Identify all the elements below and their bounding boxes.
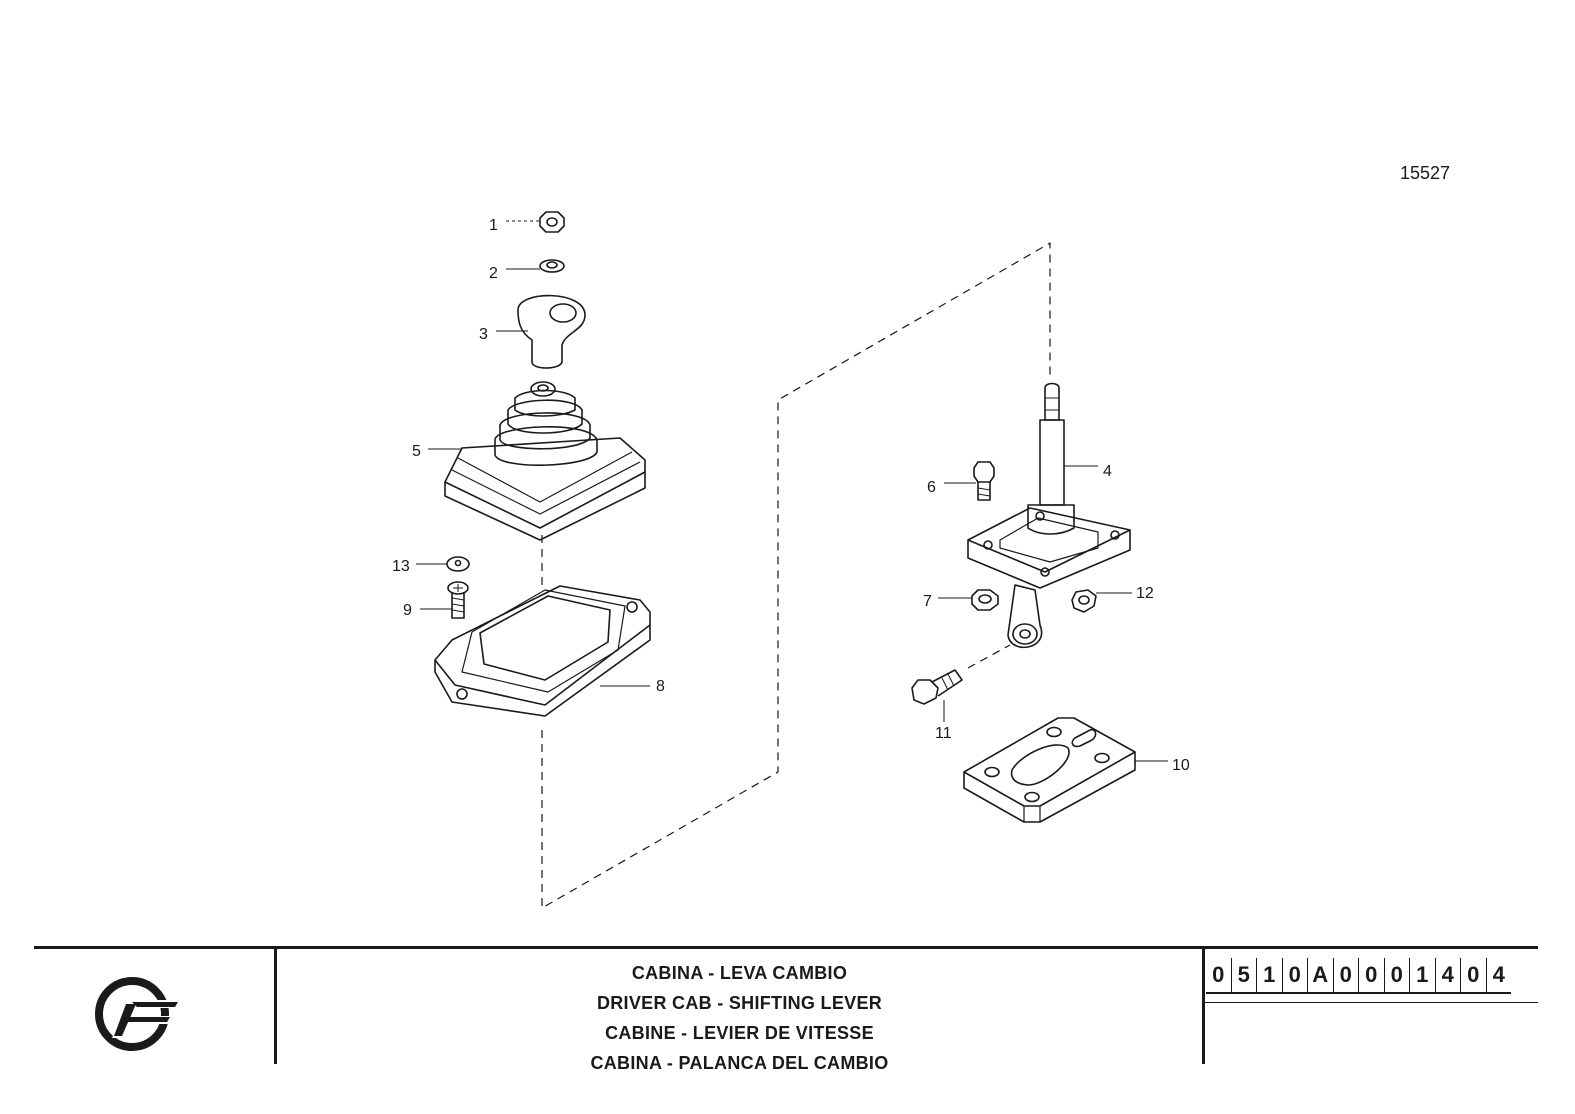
callout-1: 1 — [489, 217, 498, 234]
code-digit: 5 — [1230, 958, 1256, 994]
code-digit: 4 — [1434, 958, 1460, 994]
part-6-bolt — [944, 461, 995, 501]
part-7-nut — [938, 589, 999, 611]
callout-6: 6 — [927, 479, 936, 496]
part-5-gaiter — [428, 381, 646, 541]
title-block: CABINA - LEVA CAMBIO DRIVER CAB - SHIFTI… — [34, 946, 1538, 1073]
part-10-plate — [963, 717, 1168, 823]
code-digit: 1 — [1409, 958, 1435, 994]
part-11-bolt — [911, 669, 963, 722]
callout-3: 3 — [479, 326, 488, 343]
code-underline — [1205, 1002, 1538, 1003]
code-digit: 0 — [1332, 958, 1358, 994]
callout-12: 12 — [1136, 585, 1154, 602]
part-1-nut — [506, 211, 565, 233]
part-8-frame — [434, 585, 651, 717]
title-block-top-rule — [34, 946, 1538, 949]
part-3-knob — [496, 294, 586, 369]
title-spanish: CABINA - PALANCA DEL CAMBIO — [590, 1053, 889, 1073]
sheet-number: 15527 — [1400, 163, 1451, 183]
code-digit: 1 — [1256, 958, 1282, 994]
part-12-nut — [1071, 589, 1132, 613]
code-digit: 0 — [1206, 958, 1231, 994]
exploded-parts-drawing: 1 2 3 5 13 9 8 6 4 7 12 11 10 — [392, 211, 1190, 909]
code-digit: 0 — [1383, 958, 1409, 994]
callout-11: 11 — [935, 725, 952, 742]
callout-10: 10 — [1172, 757, 1190, 774]
code-digit: A — [1307, 958, 1333, 994]
part-2-washer — [506, 259, 565, 273]
code-digit: 4 — [1485, 958, 1511, 994]
callout-2: 2 — [489, 265, 498, 282]
code-digit: 0 — [1281, 958, 1307, 994]
part-9-screw — [420, 581, 469, 619]
callout-9: 9 — [403, 602, 412, 619]
callout-13: 13 — [392, 558, 410, 575]
title-french: CABINE - LEVIER DE VITESSE — [605, 1023, 874, 1043]
title-lines: CABINA - LEVA CAMBIO DRIVER CAB - SHIFTI… — [277, 958, 1202, 1078]
callout-5: 5 — [412, 443, 421, 460]
drawing-code: 0 5 1 0 A 0 0 0 1 4 0 4 — [1206, 958, 1511, 994]
title-italian: CABINA - LEVA CAMBIO — [631, 963, 848, 983]
part-13-cap — [416, 556, 470, 572]
code-digit: 0 — [1358, 958, 1384, 994]
title-english: DRIVER CAB - SHIFTING LEVER — [596, 993, 883, 1013]
callout-4: 4 — [1103, 463, 1112, 480]
brand-logo-icon — [95, 977, 180, 1051]
title-block-divider-left — [274, 946, 277, 1064]
callout-8: 8 — [656, 678, 665, 695]
title-block-divider-right — [1202, 946, 1205, 1064]
code-digit: 0 — [1460, 958, 1486, 994]
callout-7: 7 — [923, 593, 932, 610]
assembly-dashed-outline — [541, 242, 1051, 909]
part-4-shift-lever — [967, 382, 1131, 649]
